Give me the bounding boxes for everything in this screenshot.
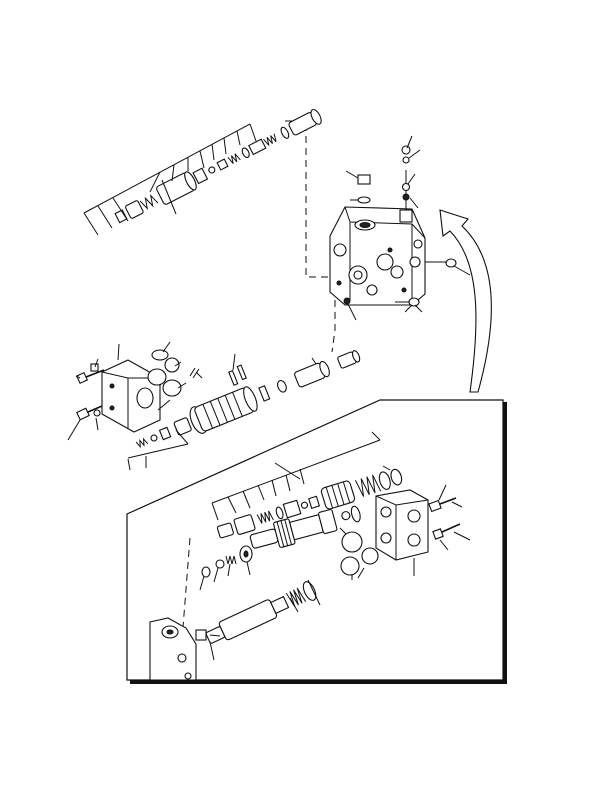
inset-main-spool: [249, 505, 361, 549]
middle-spool-callouts: [127, 353, 317, 471]
inset-lower-spool: [205, 581, 317, 644]
inset-end-cover: [339, 484, 471, 580]
curved-arrow: [439, 209, 492, 393]
inset-partial-body: [149, 617, 221, 681]
inset-small-parts: [181, 537, 253, 641]
end-cover-assembly: [67, 341, 196, 441]
inset-upper-callouts: [211, 431, 391, 521]
inset-frame: [126, 399, 507, 684]
valve-body-housing: [329, 135, 471, 321]
inset-spool-upper: [216, 468, 403, 539]
inset-lower-callouts: [289, 579, 321, 613]
top-spool-callouts: [83, 123, 257, 236]
middle-spool-assembly: [135, 350, 361, 449]
alignment-lines: [285, 120, 336, 353]
top-spool-assembly: [114, 108, 322, 224]
